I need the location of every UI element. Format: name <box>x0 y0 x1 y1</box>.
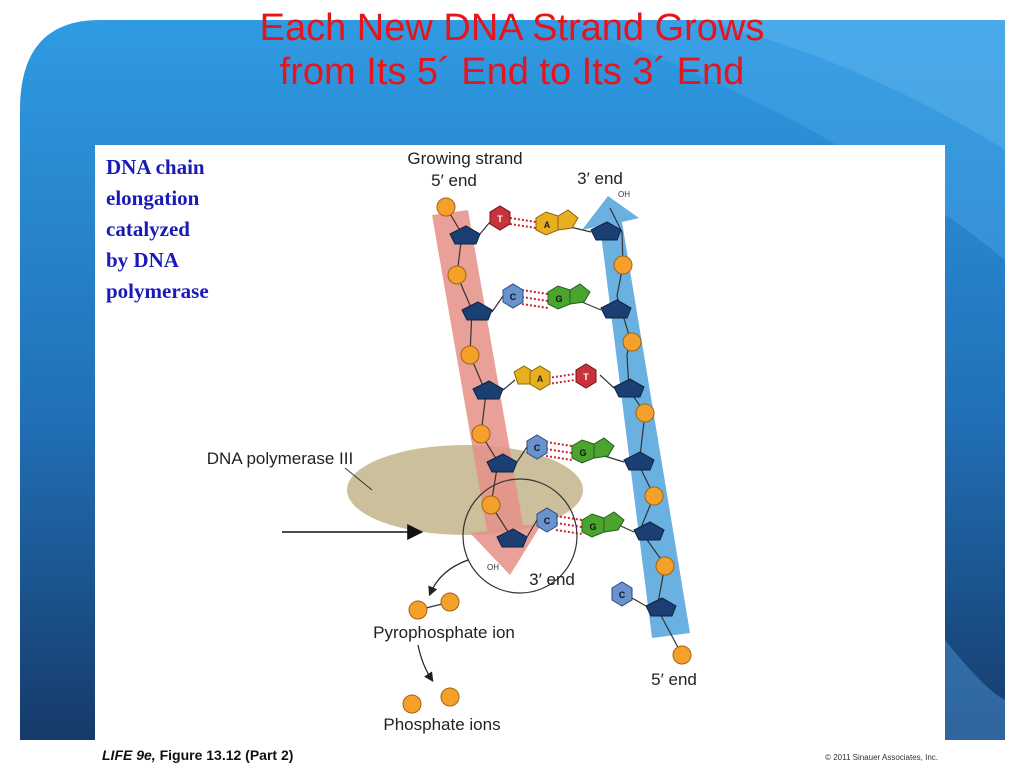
hydrolysis-arrow <box>417 644 434 682</box>
figure-number: Figure 13.12 (Part 2) <box>159 747 294 763</box>
caption-line: elongation <box>106 186 200 210</box>
base-label: C <box>544 516 551 526</box>
figure-caption: DNA chain elongation catalyzed by DNA po… <box>106 152 209 307</box>
book-title: LIFE 9e, <box>102 747 156 763</box>
oh-bottom-label: OH <box>487 563 499 572</box>
sugar-pentagon <box>461 301 493 321</box>
figure-reference: LIFE 9e, Figure 13.12 (Part 2) <box>102 747 293 763</box>
phosphate-ion-circle <box>402 694 422 714</box>
pyrophosphate-circle <box>440 592 460 612</box>
phosphate-circle <box>635 403 655 423</box>
base-c-hexagon <box>502 283 524 309</box>
sugar-pentagon <box>496 528 528 548</box>
phosphate-circle <box>460 345 480 365</box>
base-label: C <box>619 590 626 600</box>
sugar-pentagon <box>486 453 518 473</box>
phosphate-circle <box>613 255 633 275</box>
figure-panel <box>95 145 945 745</box>
bottom-left-end-label: 3′ end <box>529 570 575 589</box>
phosphate-circle <box>644 486 664 506</box>
phosphate-circle <box>672 645 692 665</box>
title-line-1: Each New DNA Strand Grows <box>259 7 765 49</box>
growing-strand-backbone <box>445 206 511 536</box>
base-c-hexagon <box>611 581 633 607</box>
base-t-hexagon <box>489 205 511 231</box>
slide-title: Each New DNA Strand Grows from Its 5´ En… <box>0 6 1024 94</box>
growing-strand-label: Growing strand <box>407 149 522 168</box>
top-right-end-label: 3′ end <box>577 169 623 188</box>
base-c-hexagon <box>536 507 558 533</box>
base-label: T <box>583 372 589 382</box>
base-g-ring <box>603 511 625 533</box>
phosphate-circle <box>436 197 456 217</box>
active-site-circle <box>462 478 578 594</box>
polymerase-label: DNA polymerase III <box>207 449 353 468</box>
base-a-ring <box>557 209 579 231</box>
caption-line: DNA chain <box>106 155 205 179</box>
caption-line: polymerase <box>106 279 209 303</box>
pyrophosphate-circle <box>408 600 428 620</box>
base-label: G <box>589 522 596 532</box>
oh-top-label: OH <box>618 190 630 199</box>
base-label: C <box>534 443 541 453</box>
dna-elongation-diagram: T A C G A T C G C G C Growing strand 5′ … <box>207 149 697 734</box>
phosphate-ion-circle <box>440 687 460 707</box>
base-label: C <box>510 292 517 302</box>
sugar-pentagon <box>633 521 665 541</box>
sugar-pentagon <box>449 225 481 245</box>
base-label: G <box>579 448 586 458</box>
polymerase-leader-line <box>344 467 373 491</box>
phosphate-circle <box>655 556 675 576</box>
base-t-hexagon <box>575 363 597 389</box>
base-c-hexagon <box>526 434 548 460</box>
pyrophosphate-label: Pyrophosphate ion <box>373 623 515 642</box>
template-strand-arrow <box>582 196 690 638</box>
release-arrow <box>428 559 469 597</box>
top-left-end-label: 5′ end <box>431 171 477 190</box>
caption-line: catalyzed <box>106 217 190 241</box>
base-g-ring <box>569 283 591 305</box>
phosphate-circle <box>471 424 491 444</box>
base-a-ring <box>529 365 551 391</box>
hydrogen-bonds <box>509 217 583 535</box>
sugar-pentagon <box>645 597 677 617</box>
sugar-pentagon <box>590 221 622 241</box>
dna-polymerase-shape <box>347 445 583 535</box>
base-label: A <box>537 374 544 384</box>
base-g-ring <box>593 437 615 459</box>
base-label: A <box>544 220 551 230</box>
base-label: G <box>555 294 562 304</box>
sugar-pentagon <box>623 451 655 471</box>
phosphate-circle <box>481 495 501 515</box>
bottom-right-end-label: 5′ end <box>651 670 697 689</box>
phosphate-circle <box>622 332 642 352</box>
base-label: T <box>497 214 503 224</box>
sugar-pentagon <box>600 299 632 319</box>
phosphate-circle <box>447 265 467 285</box>
caption-line: by DNA <box>106 248 179 272</box>
copyright-notice: © 2011 Sinauer Associates, Inc. <box>825 753 938 762</box>
sugar-pentagon <box>472 380 504 400</box>
title-line-2: from Its 5´ End to Its 3´ End <box>279 51 745 93</box>
sugar-pentagon <box>613 378 645 398</box>
phosphate-label: Phosphate ions <box>383 715 500 734</box>
